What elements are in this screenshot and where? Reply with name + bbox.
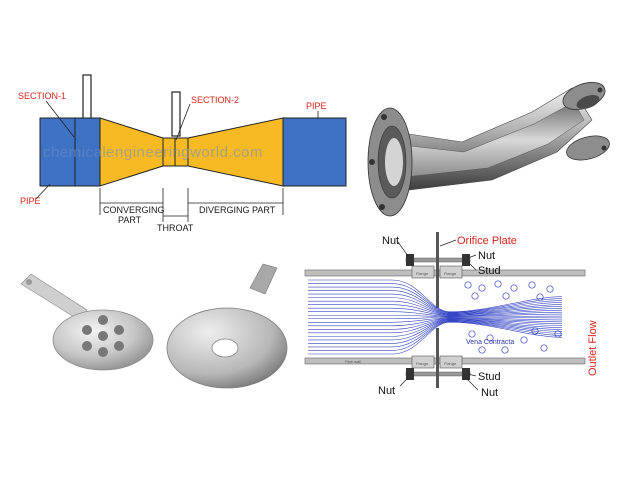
diverging-section — [187, 117, 284, 187]
flange-bottom-right — [439, 355, 463, 369]
eddy — [531, 327, 539, 335]
streamline — [308, 283, 563, 313]
eddy — [510, 284, 518, 292]
streamline — [308, 297, 563, 315]
label-pipe-left: PIPE — [20, 196, 41, 206]
label-pipe-right: PIPE — [306, 101, 327, 111]
label-nut-top-right: Nut — [478, 250, 495, 262]
streamline — [308, 321, 563, 351]
eddy — [478, 346, 486, 354]
flange-label: Flange — [444, 361, 457, 366]
label-section-1: SECTION-1 — [18, 91, 66, 101]
label-section-2: SECTION-2 — [191, 95, 239, 105]
cutaway-bore — [391, 101, 585, 179]
streamline — [308, 311, 563, 317]
pressure-tap-left — [82, 74, 92, 121]
streamline — [308, 290, 563, 314]
flange-top-right — [439, 265, 463, 279]
venturi-cutaway-render — [352, 72, 612, 222]
streamline — [308, 300, 563, 316]
streamline — [308, 304, 563, 316]
plate1-handle — [20, 273, 88, 321]
eddy — [536, 293, 544, 301]
label-vena-contracta: Vena Contracta — [466, 339, 514, 346]
flange-label: Flange — [416, 271, 429, 276]
pipe-left-body — [39, 117, 101, 187]
eddy — [546, 285, 554, 293]
streamline — [308, 320, 563, 344]
nut-top-right — [462, 254, 470, 266]
eddy — [520, 336, 528, 344]
eddy — [471, 292, 479, 300]
label-converging-part: PART — [118, 215, 142, 225]
label-outlet-flow: Outlet Flow — [587, 320, 599, 376]
streamline — [308, 319, 563, 337]
streamline — [308, 317, 563, 323]
eddy-circles — [464, 280, 562, 354]
eddy — [502, 292, 510, 300]
plate2-handle — [249, 263, 278, 295]
nut-top-left — [406, 254, 414, 266]
label-stud-top: Stud — [478, 265, 501, 277]
eddy — [494, 280, 502, 288]
eddy — [501, 346, 509, 354]
flow-streamlines — [308, 279, 563, 355]
pipe-right-body — [282, 117, 347, 187]
streamline — [308, 316, 563, 320]
eddy — [554, 330, 562, 338]
streamline — [308, 307, 563, 317]
pipe-wall-label: Pipe wall — [345, 359, 361, 364]
eddy — [486, 334, 494, 342]
orifice-plate — [436, 232, 439, 308]
label-throat: THROAT — [157, 223, 194, 233]
flange-bottom-left — [411, 355, 435, 369]
label-converging: CONVERGING — [103, 205, 165, 215]
eddy — [468, 330, 476, 338]
streamline — [308, 318, 563, 334]
streamline — [308, 319, 563, 341]
streamline — [308, 314, 563, 318]
orifice-plate-lower — [436, 328, 439, 388]
streamline — [308, 321, 563, 355]
label-diverging-part: DIVERGING PART — [199, 205, 276, 215]
label-nut-bottom-left: Nut — [378, 385, 395, 397]
eddy — [478, 284, 486, 292]
label-orifice-plate: Orifice Plate — [457, 235, 517, 247]
streamline — [308, 293, 563, 315]
orifice-plates-render — [15, 258, 305, 398]
watermark: chemicalengineeringworld.com — [43, 144, 263, 161]
venturi-diagram: chemicalengineeringworld.com SECTION-1 S… — [0, 0, 360, 240]
flange-top-left — [411, 265, 435, 279]
eddy — [464, 281, 472, 289]
eddy — [528, 281, 536, 289]
flange-right-bottom — [566, 135, 610, 161]
eddy — [540, 344, 548, 352]
label-nut-top-left: Nut — [382, 235, 399, 247]
orifice-flow-diagram: Pipe wall Flange Flange Flange Flange — [300, 230, 619, 400]
flange-label: Flange — [416, 361, 429, 366]
nut-bottom-left — [406, 368, 414, 380]
streamline — [308, 279, 563, 313]
streamline — [308, 320, 563, 348]
streamline — [308, 317, 563, 327]
label-stud-bottom: Stud — [478, 371, 501, 383]
pressure-tap-throat — [171, 91, 181, 137]
flange-label: Flange — [444, 271, 457, 276]
label-nut-bottom-right: Nut — [481, 387, 498, 399]
streamline — [308, 286, 563, 314]
nut-bottom-right — [462, 368, 470, 380]
streamline — [308, 318, 563, 330]
cutaway-body — [381, 87, 593, 193]
